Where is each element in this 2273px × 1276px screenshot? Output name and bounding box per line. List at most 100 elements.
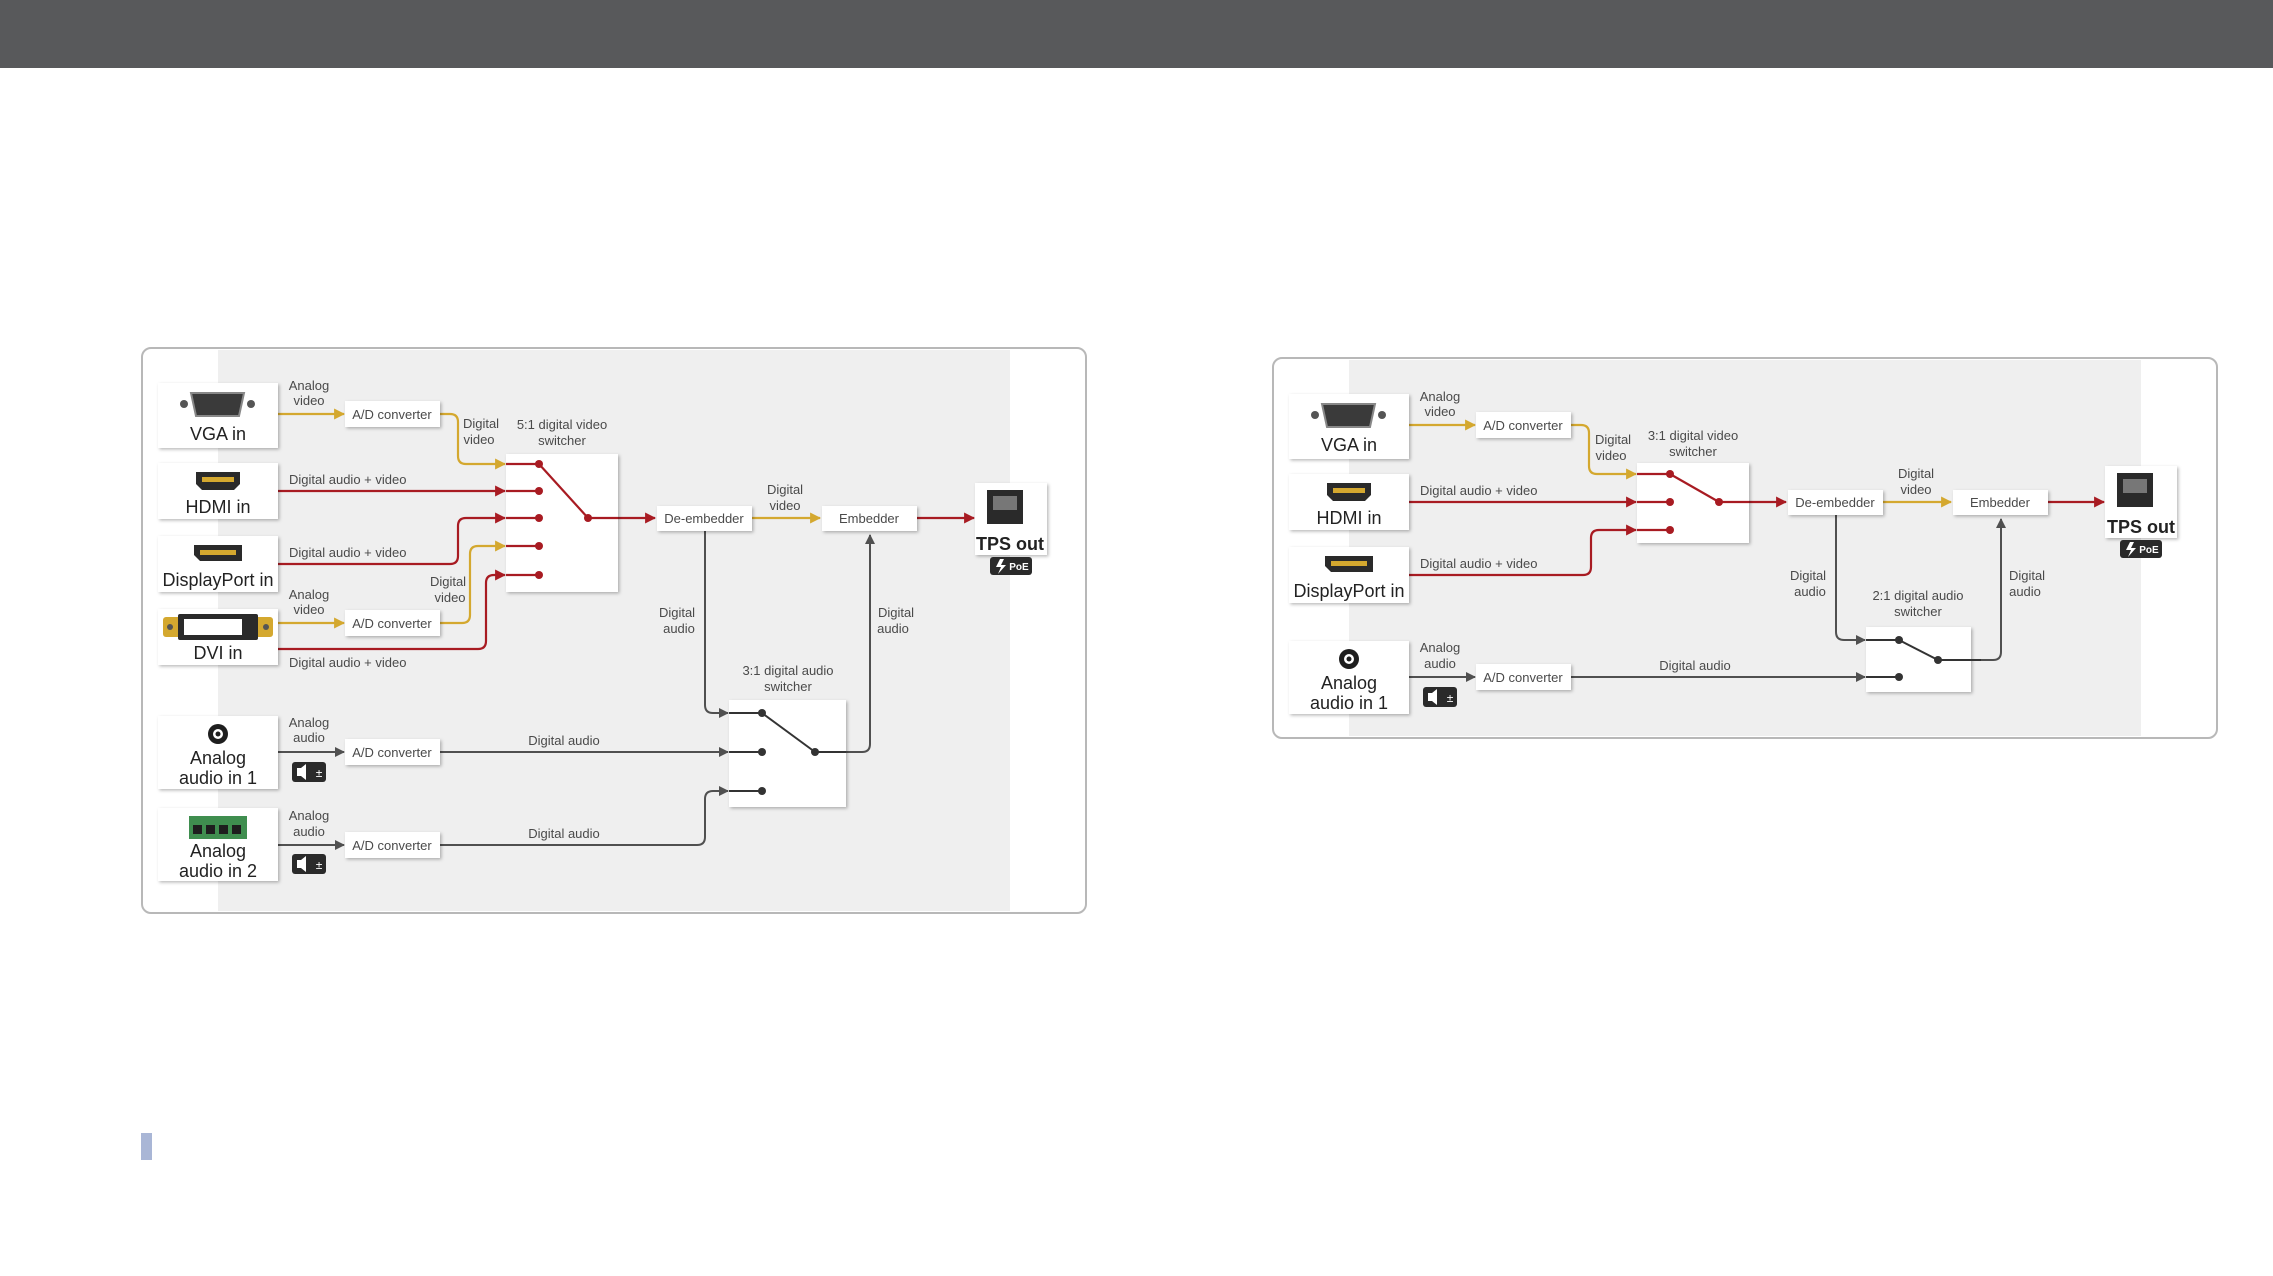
- svg-text:Digital audio + video: Digital audio + video: [1420, 483, 1537, 498]
- audio1-label-line2: audio in 1: [1310, 693, 1388, 713]
- svg-text:3:1 digital audio: 3:1 digital audio: [742, 663, 833, 678]
- ad-converter-audio1: A/D converter: [1476, 664, 1571, 690]
- svg-text:2:1 digital audio: 2:1 digital audio: [1872, 588, 1963, 603]
- input-hdmi: HDMI in: [158, 463, 278, 519]
- audio1-label-line2: audio in 1: [179, 768, 257, 788]
- svg-text:switcher: switcher: [1894, 604, 1942, 619]
- ad-converter-audio2: A/D converter: [345, 832, 440, 858]
- svg-text:Digital audio + video: Digital audio + video: [289, 472, 406, 487]
- svg-text:switcher: switcher: [1669, 444, 1717, 459]
- ad-converter-dvi: A/D converter: [345, 610, 440, 636]
- poe-icon: PoE: [990, 557, 1032, 575]
- audio1-label-line1: Analog: [190, 748, 246, 768]
- displayport-label: DisplayPort in: [162, 570, 273, 590]
- svg-text:PoE: PoE: [1009, 562, 1029, 573]
- svg-text:Embedder: Embedder: [839, 511, 900, 526]
- svg-text:Digital: Digital: [767, 482, 803, 497]
- svg-text:A/D converter: A/D converter: [1483, 418, 1563, 433]
- panel-background: [1349, 360, 2141, 736]
- svg-text:Digital: Digital: [1898, 466, 1934, 481]
- wire-labels: Analog video Digital video Digital audio…: [1420, 389, 2045, 673]
- svg-text:TPS out: TPS out: [976, 534, 1044, 554]
- svg-text:Analog: Analog: [289, 715, 329, 730]
- svg-text:Digital audio: Digital audio: [528, 733, 600, 748]
- svg-text:Digital: Digital: [2009, 568, 2045, 583]
- top-header-bar: [0, 0, 2273, 68]
- svg-text:video: video: [463, 432, 494, 447]
- phoenix-connector-icon: [189, 816, 247, 839]
- svg-text:Analog: Analog: [1420, 640, 1460, 655]
- svg-text:Digital audio + video: Digital audio + video: [289, 545, 406, 560]
- svg-text:audio: audio: [877, 621, 909, 636]
- input-displayport: DisplayPort in: [1289, 547, 1409, 603]
- input-analog-audio-1: Analog audio in 1: [1289, 641, 1409, 714]
- audio-jack-icon: [1339, 649, 1359, 669]
- svg-text:Digital audio + video: Digital audio + video: [289, 655, 406, 670]
- rj45-connector-icon: [987, 490, 1023, 524]
- svg-text:Digital audio: Digital audio: [1659, 658, 1731, 673]
- input-analog-audio-2: Analog audio in 2: [158, 808, 278, 881]
- svg-text:Embedder: Embedder: [1970, 495, 2031, 510]
- input-analog-audio-1: Analog audio in 1: [158, 716, 278, 789]
- svg-text:video: video: [293, 602, 324, 617]
- svg-text:audio: audio: [293, 730, 325, 745]
- svg-text:Digital: Digital: [1595, 432, 1631, 447]
- svg-text:A/D converter: A/D converter: [352, 407, 432, 422]
- svg-text:Digital: Digital: [659, 605, 695, 620]
- audio2-label-line1: Analog: [190, 841, 246, 861]
- audio-switcher-3to1: 3:1 digital audio switcher: [729, 663, 846, 807]
- footer-marker: [141, 1133, 152, 1160]
- hdmi-connector-icon: [196, 472, 240, 490]
- svg-text:Digital audio + video: Digital audio + video: [1420, 556, 1537, 571]
- svg-text:switcher: switcher: [538, 433, 586, 448]
- svg-text:Analog: Analog: [289, 587, 329, 602]
- embedder: Embedder: [1953, 490, 2048, 515]
- svg-text:5:1 digital video: 5:1 digital video: [517, 417, 607, 432]
- vga-connector-icon: [180, 392, 255, 417]
- input-dvi: DVI in: [158, 609, 278, 665]
- svg-text:video: video: [293, 393, 324, 408]
- svg-text:A/D converter: A/D converter: [352, 838, 432, 853]
- svg-text:A/D converter: A/D converter: [352, 745, 432, 760]
- svg-text:video: video: [1595, 448, 1626, 463]
- audio-switcher-2to1: 2:1 digital audio switcher: [1866, 588, 1981, 692]
- svg-text:±: ±: [316, 766, 323, 780]
- tps-out: TPS out PoE: [975, 483, 1047, 575]
- svg-text:Digital: Digital: [430, 574, 466, 589]
- diagram-2: VGA in HDMI in DisplayPort in: [1272, 357, 2218, 739]
- wires: [278, 408, 976, 850]
- ad-converter-vga: A/D converter: [345, 401, 440, 427]
- svg-text:TPS out: TPS out: [2107, 517, 2175, 537]
- svg-text:audio: audio: [293, 824, 325, 839]
- svg-text:Digital: Digital: [878, 605, 914, 620]
- wire-labels: Analog video Digital video Digital audio…: [289, 378, 914, 841]
- svg-text:±: ±: [1447, 691, 1454, 705]
- svg-text:Digital: Digital: [1790, 568, 1826, 583]
- displayport-connector-icon: [1325, 556, 1373, 572]
- svg-text:A/D converter: A/D converter: [1483, 670, 1563, 685]
- svg-text:±: ±: [316, 858, 323, 872]
- embedder: Embedder: [822, 506, 917, 531]
- svg-text:audio: audio: [663, 621, 695, 636]
- dvi-label: DVI in: [193, 643, 242, 663]
- audio2-label-line2: audio in 2: [179, 861, 257, 881]
- svg-text:video: video: [434, 590, 465, 605]
- svg-text:switcher: switcher: [764, 679, 812, 694]
- svg-text:video: video: [1900, 482, 1931, 497]
- video-switcher-5to1: 5:1 digital video switcher: [506, 417, 618, 592]
- de-embedder: De-embedder: [1788, 490, 1883, 515]
- hdmi-label: HDMI in: [185, 497, 250, 517]
- displayport-connector-icon: [194, 545, 242, 561]
- svg-text:3:1 digital video: 3:1 digital video: [1648, 428, 1738, 443]
- vga-label: VGA in: [1321, 435, 1377, 455]
- svg-text:audio: audio: [1424, 656, 1456, 671]
- tps-out: TPS out PoE: [2105, 466, 2177, 558]
- volume-adjust-icon: ±: [292, 762, 326, 782]
- diagram-1: VGA in HDMI in DisplayPort in: [141, 347, 1087, 914]
- video-switcher-3to1: 3:1 digital video switcher: [1637, 428, 1749, 543]
- input-hdmi: HDMI in: [1289, 474, 1409, 530]
- audio1-label-line1: Analog: [1321, 673, 1377, 693]
- input-displayport: DisplayPort in: [158, 536, 278, 592]
- svg-text:Analog: Analog: [289, 378, 329, 393]
